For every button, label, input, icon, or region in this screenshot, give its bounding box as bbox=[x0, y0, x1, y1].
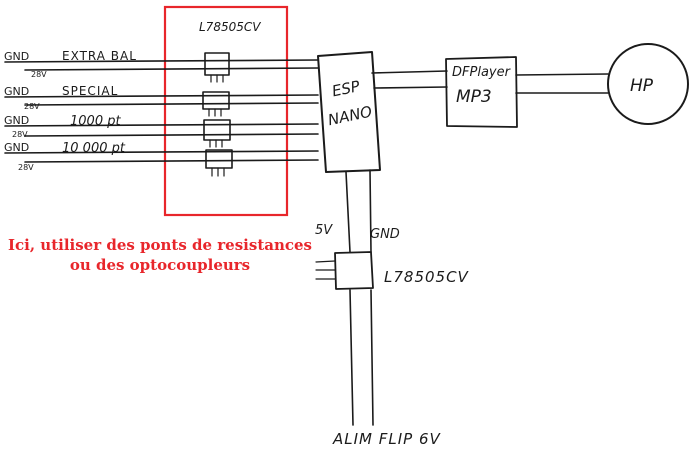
annotation-line1: Ici, utiliser des ponts de resistances bbox=[8, 236, 312, 254]
highlight-box bbox=[163, 5, 289, 217]
regulator-bottom: L78505CV bbox=[315, 251, 470, 290]
regulator-5v-label: 5V bbox=[315, 223, 333, 238]
annotation-line2: ou des optocoupleurs bbox=[70, 256, 250, 274]
supply-label: ALIM FLIP 6V bbox=[332, 430, 442, 448]
player-label-line1: DFPlayer bbox=[452, 65, 512, 80]
level-shifter-3 bbox=[203, 119, 231, 148]
speaker: HP bbox=[607, 43, 689, 125]
supply-wires bbox=[345, 169, 374, 426]
input-gnd-label: GND bbox=[4, 114, 29, 127]
input-extra-bal: GND EXTRA BAL 28V bbox=[4, 49, 137, 79]
player-speaker-wires bbox=[515, 73, 609, 94]
input-gnd-label: GND bbox=[4, 50, 29, 63]
player-label-line2: MP3 bbox=[456, 87, 492, 107]
level-shifter-1 bbox=[204, 52, 230, 83]
esp-label-line2: NANO bbox=[326, 102, 373, 129]
esp-player-wires bbox=[371, 70, 448, 89]
input-voltage-label: 28V bbox=[18, 163, 34, 172]
esp-nano-module: ESP NANO bbox=[317, 51, 381, 173]
speaker-label: HP bbox=[630, 76, 654, 96]
input-special: GND SPECIAL 28V bbox=[4, 84, 118, 111]
level-shifter-2 bbox=[202, 91, 230, 117]
input-lines bbox=[4, 59, 319, 163]
input-name-label: 10 000 pt bbox=[62, 141, 126, 156]
input-voltage-label: 28V bbox=[31, 70, 47, 79]
input-name-label: EXTRA BAL bbox=[62, 49, 137, 63]
input-name-label: 1000 pt bbox=[70, 114, 121, 129]
input-name-label: SPECIAL bbox=[62, 84, 118, 98]
input-voltage-label: 28V bbox=[12, 130, 28, 139]
input-gnd-label: GND bbox=[4, 85, 29, 98]
input-10000-pt: GND 10 000 pt 28V bbox=[4, 141, 126, 172]
input-voltage-label: 28V bbox=[24, 102, 40, 111]
input-1000-pt: GND 1000 pt 28V bbox=[4, 114, 121, 139]
dfplayer-module: DFPlayer MP3 bbox=[445, 56, 518, 128]
esp-label-line1: ESP bbox=[330, 77, 362, 101]
regulator-gnd-label: GND bbox=[370, 227, 400, 242]
input-gnd-label: GND bbox=[4, 141, 29, 154]
level-shifter-4 bbox=[205, 149, 233, 177]
regulator-top-label: L78505CV bbox=[199, 20, 261, 34]
regulator-bottom-label: L78505CV bbox=[384, 268, 470, 286]
